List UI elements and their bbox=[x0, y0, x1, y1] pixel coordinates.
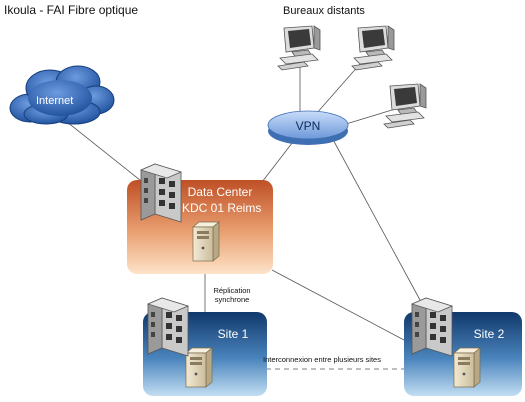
line-vpn-pc3 bbox=[345, 109, 393, 125]
connection-lines bbox=[61, 62, 421, 370]
line-vpn-site2 bbox=[329, 133, 421, 301]
remote-offices-label: Bureaux distants bbox=[283, 5, 365, 17]
computer-icon bbox=[351, 25, 395, 71]
interconnect-label: Interconnexion entre plusieurs sites bbox=[263, 355, 381, 364]
vpn-node: VPN bbox=[267, 110, 349, 145]
replication-label-line1: Réplication bbox=[213, 286, 250, 295]
computer-icon bbox=[383, 83, 427, 129]
building-icon bbox=[147, 297, 189, 357]
line-internet-datacenter bbox=[61, 117, 151, 189]
server-icon bbox=[185, 347, 213, 388]
computer-icon bbox=[277, 25, 321, 71]
line-datacenter-site2 bbox=[271, 269, 405, 341]
internet-cloud: Internet bbox=[9, 65, 115, 125]
site2-label: Site 2 bbox=[474, 327, 505, 341]
line-vpn-pc2 bbox=[315, 63, 361, 115]
server-icon bbox=[453, 347, 481, 388]
site1-label: Site 1 bbox=[218, 327, 249, 341]
server-icon bbox=[192, 221, 220, 262]
line-vpn-datacenter bbox=[261, 137, 297, 183]
replication-label-line2: synchrone bbox=[215, 295, 250, 304]
datacenter-subtitle: IKDC 01 Reims bbox=[179, 201, 262, 215]
building-icon bbox=[140, 163, 182, 223]
datacenter-title: Data Center bbox=[188, 185, 253, 199]
cloud-icon bbox=[9, 65, 115, 125]
page-title: Ikoula - FAI Fibre optique bbox=[4, 3, 138, 17]
vpn-label: VPN bbox=[296, 119, 321, 133]
building-icon bbox=[411, 297, 453, 357]
internet-label: Internet bbox=[36, 95, 73, 107]
